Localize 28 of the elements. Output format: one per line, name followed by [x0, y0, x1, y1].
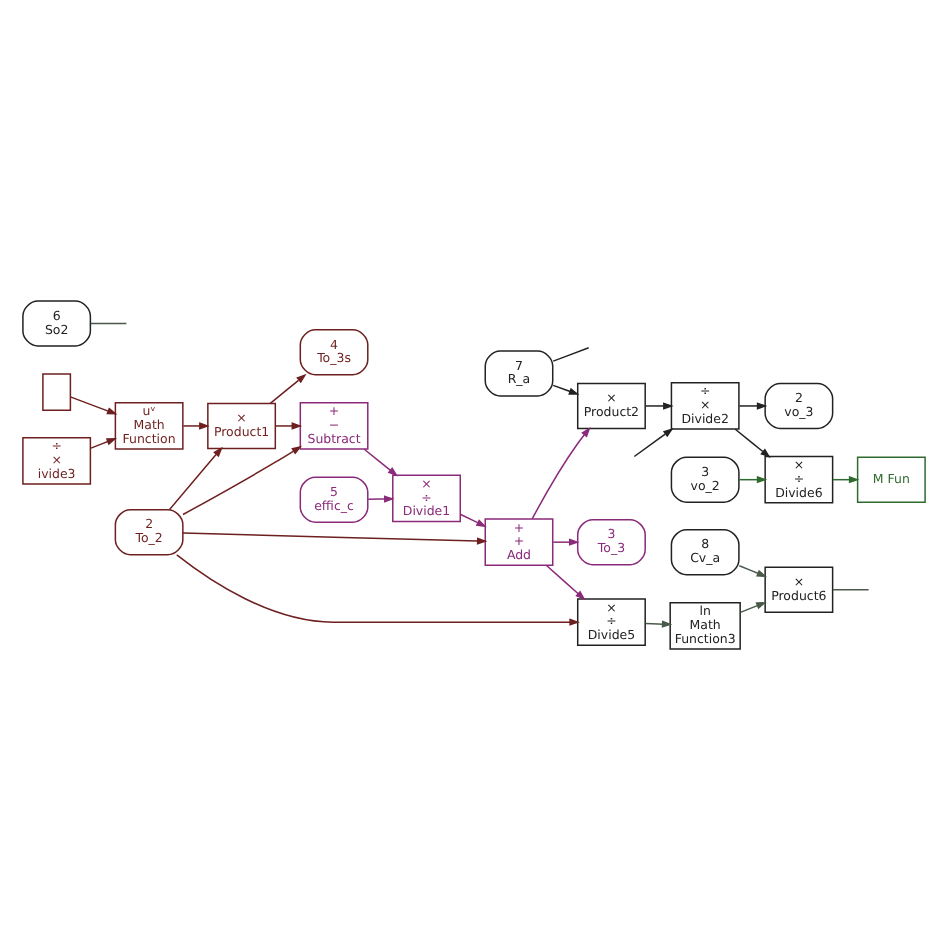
arrow	[739, 600, 767, 613]
arrow	[69, 395, 118, 414]
arrow	[182, 421, 210, 429]
arrow	[275, 421, 303, 429]
arrow	[738, 563, 768, 577]
node-box	[42, 372, 72, 411]
arrow	[552, 537, 580, 545]
connector	[90, 321, 128, 324]
connector	[552, 346, 590, 361]
arrow	[182, 444, 303, 515]
arrow	[644, 619, 673, 627]
arrow	[531, 426, 591, 519]
arrow	[552, 383, 580, 394]
arrow	[644, 401, 674, 409]
arrow	[90, 436, 117, 448]
arrow	[168, 445, 223, 510]
arrow	[738, 475, 768, 483]
connector	[832, 587, 870, 590]
arrow	[367, 494, 395, 502]
arrow	[363, 447, 399, 476]
arrow	[176, 553, 580, 625]
arrow	[734, 427, 771, 457]
arrow	[460, 512, 487, 527]
arrow	[738, 401, 768, 409]
arrow	[182, 531, 488, 544]
arrow	[269, 372, 307, 404]
arrow	[633, 427, 674, 457]
arrow	[545, 563, 586, 600]
